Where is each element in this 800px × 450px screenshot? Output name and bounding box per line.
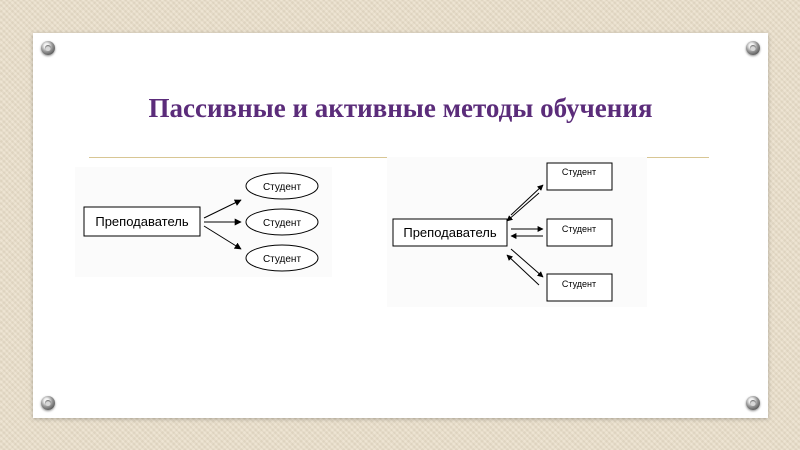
teacher-box xyxy=(83,206,201,237)
arrow xyxy=(203,199,242,219)
arrow xyxy=(510,248,544,278)
arrow xyxy=(506,254,540,286)
pin-icon xyxy=(41,41,55,55)
student-ellipse xyxy=(245,244,319,272)
pin-icon xyxy=(41,396,55,410)
teacher-label: Преподаватель xyxy=(403,225,496,240)
teacher-box xyxy=(392,218,508,247)
student-ellipse xyxy=(245,208,319,236)
student-ellipse xyxy=(245,172,319,200)
student-box xyxy=(546,273,613,302)
passive-diagram: Преподаватель Студент Студент Студент xyxy=(75,167,332,277)
arrow xyxy=(510,184,544,216)
teacher-label: Преподаватель xyxy=(95,214,188,229)
arrow xyxy=(506,192,540,222)
pin-icon xyxy=(746,396,760,410)
arrow xyxy=(203,225,242,250)
active-diagram-arrows: Преподаватель Студент Студент Студент xyxy=(387,157,657,307)
slide-title: Пассивные и активные методы обучения xyxy=(148,93,653,123)
student-label: Студент xyxy=(562,224,596,234)
student-box xyxy=(546,218,613,247)
pin-icon xyxy=(746,41,760,55)
student-label: Студент xyxy=(263,182,302,193)
student-box xyxy=(546,162,613,191)
student-label: Студент xyxy=(562,167,596,177)
student-label: Студент xyxy=(263,218,302,229)
student-label: Студент xyxy=(562,279,596,289)
student-label: Студент xyxy=(263,254,302,265)
